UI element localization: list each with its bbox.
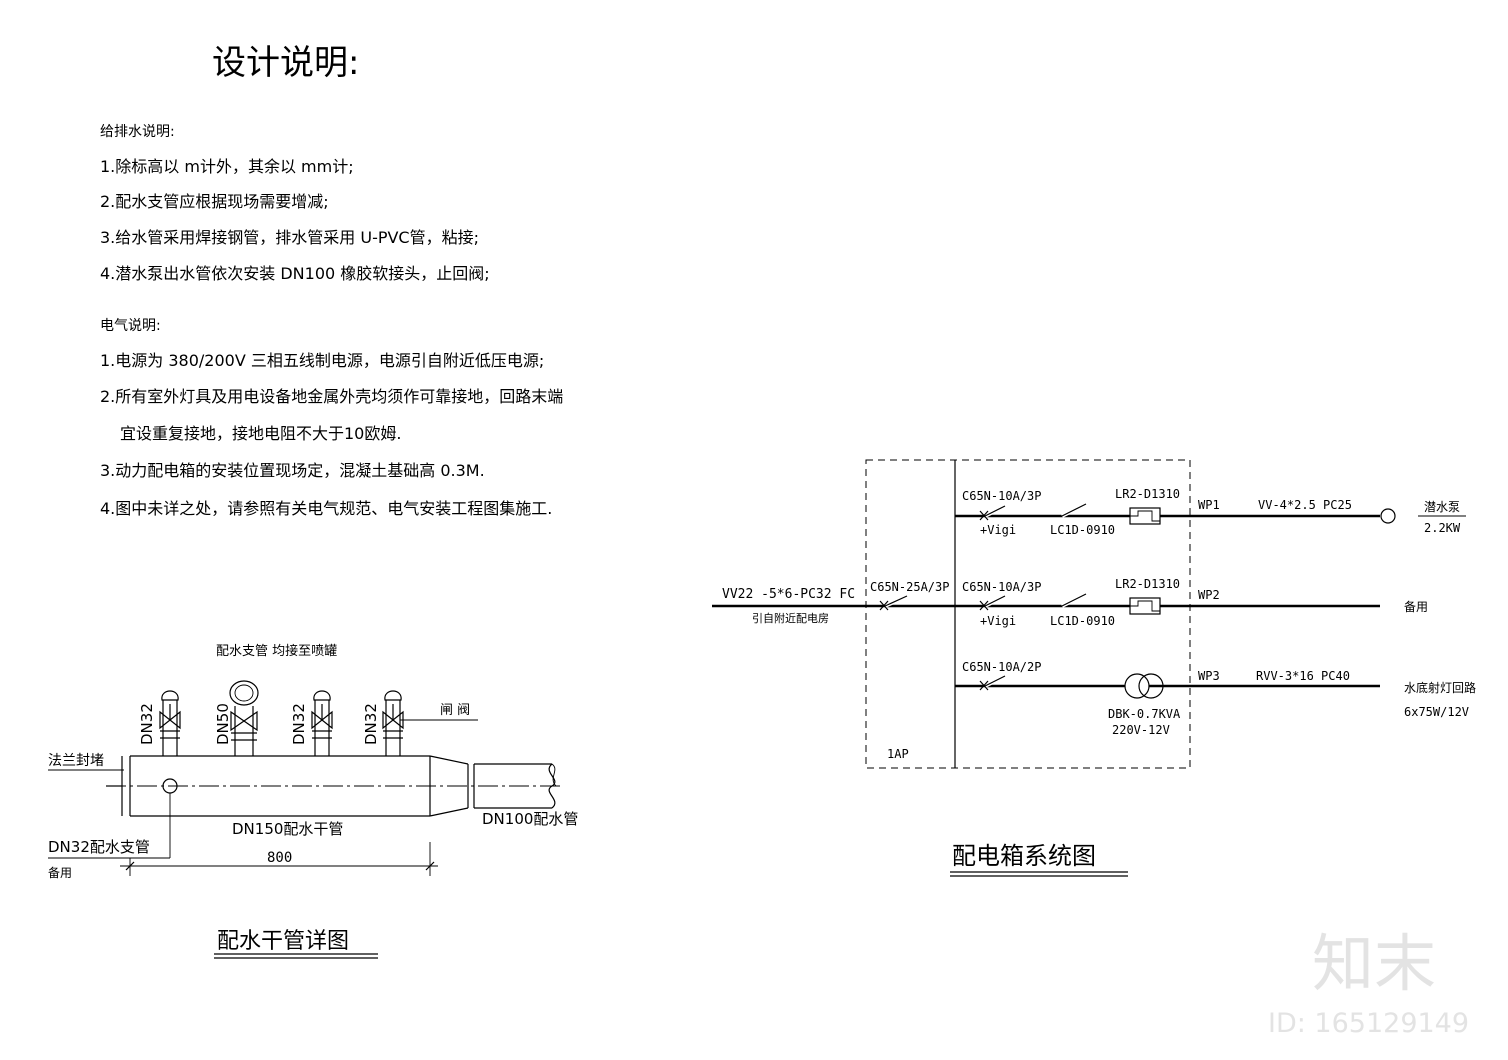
wp2-breaker: C65N-10A/3P (962, 580, 1041, 594)
main-pipe-label: DN150配水干管 (232, 820, 343, 838)
circuit-wp3 (955, 673, 1380, 699)
water-heading: 给排水说明: (100, 124, 175, 140)
branch-1 (159, 690, 181, 756)
branch-2-size: DN50 (214, 703, 232, 745)
wp2-contactor: LC1D-0910 (1050, 614, 1115, 628)
branch-2 (229, 680, 259, 756)
wp1-breaker: C65N-10A/3P (962, 489, 1041, 503)
elec-item-1: 1.电源为 380/200V 三相五线制电源，电源引自附近低压电源; (100, 351, 544, 370)
wp3-transformer-detail: 220V-12V (1112, 723, 1170, 737)
branch-top-note: 配水支管 均接至喷罐 (216, 643, 337, 659)
branch-4 (382, 690, 404, 756)
pipe-detail-caption: 配水干管详图 (217, 929, 349, 954)
elec-item-4: 4.图中未详之处，请参照有关电气规范、电气安装工程图集施工. (100, 499, 552, 518)
circuit-wp1 (955, 502, 1396, 525)
spare-branch-label: DN32配水支管 (48, 838, 150, 856)
system-diagram-caption: 配电箱系统图 (952, 842, 1096, 870)
elec-item-2-cont: 宜设重复接地，接地电阻不大于10欧姆. (120, 424, 401, 443)
wp1-vigi: +Vigi (980, 523, 1016, 537)
water-item-3: 3.给水管采用焊接钢管，排水管采用 U-PVC管，粘接; (100, 228, 479, 247)
flange-label: 法兰封堵 (48, 753, 104, 769)
incoming-note: 引自附近配电房 (752, 611, 829, 625)
wp3-cable: RVV-3*16 PC40 (1256, 669, 1350, 683)
branch-3 (311, 690, 333, 756)
elec-item-3: 3.动力配电箱的安装位置现场定，混凝土基础高 0.3M. (100, 461, 485, 480)
wp2-vigi: +Vigi (980, 614, 1016, 628)
wp1-relay: LR2-D1310 (1115, 487, 1180, 501)
branch-4-size: DN32 (362, 703, 380, 745)
wp1-load: 潜水泵 (1424, 500, 1460, 514)
system-diagram: 1AP VV22 -5*6-PC32 FC 引自附近配电房 C65N-25A/3… (712, 459, 1476, 877)
wp3-id: WP3 (1198, 669, 1220, 683)
wp3-breaker: C65N-10A/2P (962, 660, 1041, 674)
pipe-detail: 配水支管 均接至喷罐 法兰封堵 (48, 643, 578, 959)
outlet-pipe-label: DN100配水管 (482, 810, 578, 828)
gate-label: 闸 阀 (440, 703, 470, 718)
watermark: 知末 ID: 165129149 (1268, 927, 1469, 1039)
main-breaker: C65N-25A/3P (870, 580, 949, 594)
elec-heading: 电气说明: (100, 318, 161, 334)
wp1-cable: VV-4*2.5 PC25 (1258, 498, 1352, 512)
branch-1-size: DN32 (138, 703, 156, 745)
wp1-contactor: LC1D-0910 (1050, 523, 1115, 537)
wp3-load: 水底射灯回路 (1404, 680, 1476, 695)
main-breaker-symbol (879, 594, 908, 611)
water-item-2: 2.配水支管应根据现场需要增减; (100, 192, 329, 211)
wp2-id: WP2 (1198, 588, 1220, 602)
wp2-load: 备用 (1404, 600, 1428, 614)
watermark-id: ID: 165129149 (1268, 1008, 1469, 1039)
water-item-4: 4.潜水泵出水管依次安装 DN100 橡胶软接头，止回阀; (100, 264, 490, 283)
main-pipe (106, 755, 560, 817)
box-label: 1AP (887, 747, 909, 761)
spare-label: 备用 (48, 866, 72, 880)
wp1-load-detail: 2.2KW (1424, 521, 1461, 535)
wp1-id: WP1 (1198, 498, 1220, 512)
watermark-logo: 知末 (1312, 927, 1436, 1000)
wp3-transformer: DBK-0.7KVA (1108, 707, 1181, 721)
dimension-value: 800 (267, 850, 292, 866)
dimension-800 (120, 842, 438, 876)
wp2-relay: LR2-D1310 (1115, 577, 1180, 591)
wp3-load-detail: 6x75W/12V (1404, 705, 1469, 719)
notes-title: 设计说明: (212, 43, 359, 83)
branch-3-size: DN32 (290, 703, 308, 745)
circuit-wp2 (955, 592, 1380, 615)
water-item-1: 1.除标高以 m计外，其余以 mm计; (100, 157, 354, 176)
design-notes: 设计说明: 给排水说明: 1.除标高以 m计外，其余以 mm计; 2.配水支管应… (100, 43, 563, 518)
distribution-box-outline (865, 459, 1191, 769)
elec-item-2: 2.所有室外灯具及用电设备地金属外壳均须作可靠接地，回路末端 (100, 387, 563, 406)
incoming-cable: VV22 -5*6-PC32 FC (722, 587, 855, 602)
